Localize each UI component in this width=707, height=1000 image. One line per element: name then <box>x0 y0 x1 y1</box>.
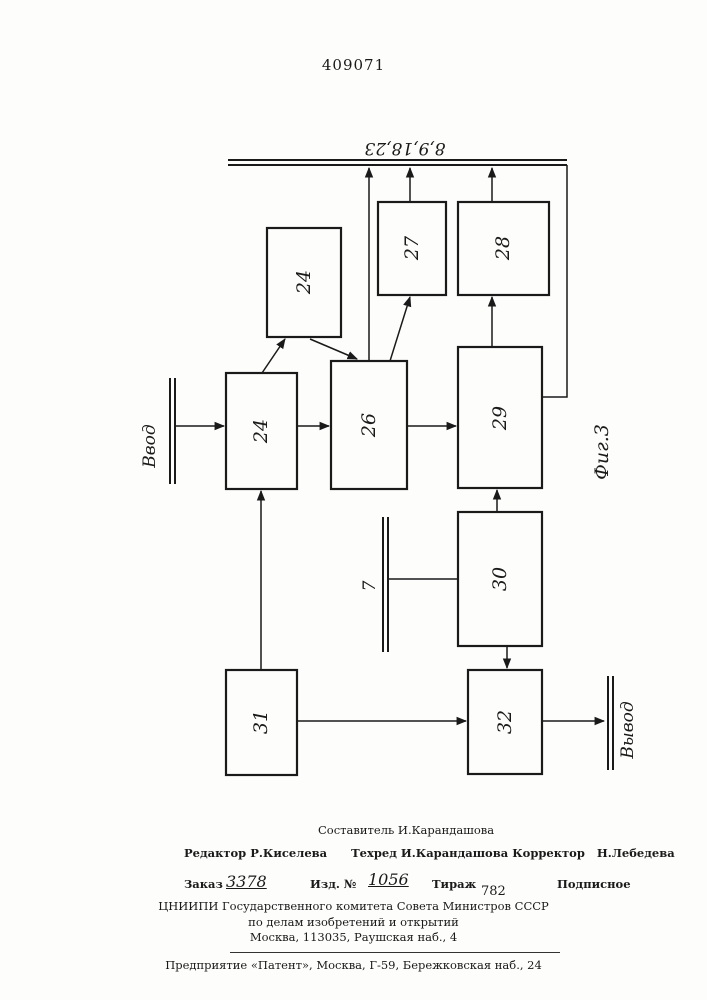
compiler-label: Составитель <box>318 823 394 837</box>
corrector-name: Н.Лебедева <box>597 846 675 860</box>
edition-label: Изд. № <box>310 877 356 891</box>
print-run-value: 782 <box>481 884 506 899</box>
block-25: 24 <box>267 228 341 337</box>
block-30: 30 <box>458 512 542 646</box>
editor-label: Редактор <box>184 846 246 860</box>
techred-name: И.Карандашова <box>401 846 508 860</box>
subscription-label: Подписное <box>557 877 631 891</box>
bus-7-label: 7 <box>360 580 380 591</box>
block-28-label: 28 <box>492 236 514 261</box>
block-32: 32 <box>468 670 542 774</box>
publisher-line-4: Предприятие «Патент», Москва, Г-59, Бере… <box>0 958 707 972</box>
corrector-label: Корректор <box>512 846 585 860</box>
block-27-label: 27 <box>401 235 423 261</box>
editor-name: Р.Киселева <box>250 846 327 860</box>
block-25-label: 24 <box>293 270 315 295</box>
editor-line: Редактор Р.Киселева Техред И.Карандашова… <box>184 846 675 860</box>
block-32-label: 32 <box>494 710 516 734</box>
print-run-label: Тираж <box>432 877 476 891</box>
edition-number: 1056 <box>368 870 409 889</box>
block-24-label: 24 <box>250 419 272 444</box>
figure-label: Фиг.3 <box>591 424 613 480</box>
bus-label: 8,9,18,23 <box>364 138 445 158</box>
block-31-label: 31 <box>250 710 272 734</box>
input-label: Ввод <box>140 424 160 469</box>
block-24: 24 <box>226 373 297 489</box>
output-bus <box>608 676 613 770</box>
input-bus <box>170 378 175 484</box>
block-28: 28 <box>458 202 549 295</box>
order-number: 3378 <box>226 872 267 891</box>
block-diagram: 8,9,18,23 24 27 28 24 26 29 30 <box>0 0 707 800</box>
footer-divider <box>230 952 560 953</box>
top-bus <box>228 160 567 165</box>
block-26: 26 <box>331 361 407 489</box>
publisher-line-1: ЦНИИПИ Государственного комитета Совета … <box>0 899 707 913</box>
publisher-line-3: Москва, 113035, Раушская наб., 4 <box>0 930 707 944</box>
order-label: Заказ <box>184 877 223 891</box>
block-29-label: 29 <box>489 406 511 431</box>
publisher-line-2: по делам изобретений и открытий <box>0 915 707 929</box>
compiler-name: И.Карандашова <box>398 823 494 837</box>
block-29: 29 <box>458 347 542 488</box>
output-label: Вывод <box>618 701 638 759</box>
bus-7 <box>383 517 388 652</box>
block-26-label: 26 <box>358 413 380 438</box>
block-30-label: 30 <box>489 567 511 591</box>
block-27: 27 <box>378 202 446 295</box>
compiler-line: Составитель И.Карандашова <box>318 823 494 837</box>
techred-label: Техред <box>351 846 397 860</box>
block-31: 31 <box>226 670 297 775</box>
